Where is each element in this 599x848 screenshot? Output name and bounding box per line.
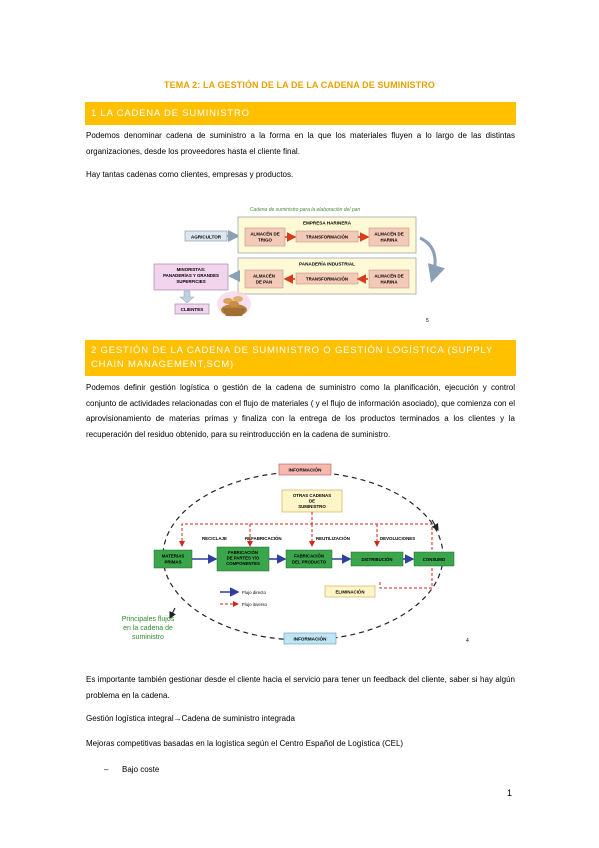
agricultor-label: AGRICULTOR <box>191 235 222 240</box>
transformacion-2-label: TRANSFORMACIÓN <box>306 277 348 282</box>
bread-basket-icon <box>217 291 251 317</box>
arrow-minoristas-clientes <box>179 290 195 304</box>
legend-flujo-inverso-label: Flujo inverso <box>242 602 267 607</box>
consumo-node: CONSUMO <box>413 551 455 567</box>
almacen-harina-2-label-2: HARINA <box>380 280 398 285</box>
minoristas-label-2: PANADERÍAS Y GRANDES <box>163 273 219 278</box>
minoristas-label-1: MINORISTAS: <box>177 267 206 272</box>
informacion-bottom-label: INFORMACIÓN <box>294 635 328 642</box>
reverse-flow-lines <box>179 523 433 589</box>
almacen-pan-label-2: DE PAN <box>256 280 272 285</box>
section2-paragraph-1: Podemos definir gestión logística o gest… <box>86 383 515 439</box>
cycle-arrow-left <box>169 607 176 620</box>
bullet-bajo-coste: Bajo coste <box>122 765 160 774</box>
fab-prod-label-1: FABRICACIÓN <box>294 554 324 559</box>
minoristas-label-3: SUPERFICIES <box>176 279 205 284</box>
after-paragraph-2: Gestión logística integral→Cadena de sum… <box>86 714 296 723</box>
panaderia-label: PANADERÍA INDUSTRIAL <box>299 260 355 267</box>
almacen-harina-2-box <box>368 269 410 289</box>
bullet-dash: – <box>104 765 109 774</box>
almacen-harina-box <box>368 227 410 247</box>
devoluciones-label: DEVOLUCIONES <box>380 536 415 541</box>
section-heading-2-line-2: CHAIN MANAGEMENT,SCM) <box>91 359 234 370</box>
after-paragraph-1: Es importante también gestionar desde el… <box>86 675 515 700</box>
distribucion-node: DISTRIBUCIÓN <box>350 551 404 567</box>
fabricacion-partes-node: FABRICACIÓN DE PARTES Y/O COMPONENTES <box>216 546 270 572</box>
eliminacion-label: ELIMINACIÓN <box>335 590 364 595</box>
otras-cadenas-label-2: DE <box>309 499 315 504</box>
section1-paragraph-1: Podemos denominar cadena de suministro a… <box>86 131 515 156</box>
clientes-label: CLIENTES <box>181 307 204 312</box>
otras-cadenas-label-3: SUMINISTRO <box>298 504 326 509</box>
almacen-harina-2-label-1: ALMACÉN DE <box>374 274 403 279</box>
supply-chain-flows-diagram: INFORMACIÓN OTRAS CADENAS DE SUMINISTRO … <box>122 463 469 645</box>
informacion-top-label: INFORMACIÓN <box>289 466 323 473</box>
materias-primas-node: MATERIAS PRIMAS <box>153 549 193 569</box>
minoristas-box <box>153 263 229 291</box>
eliminacion-box <box>324 585 376 598</box>
principales-flujos-line-1: Principales flujos <box>122 616 175 623</box>
reutilizacion-label: REUTILIZACIÓN <box>316 536 350 541</box>
principales-flujos-line-3: suministro <box>132 634 164 641</box>
refabricacion-label: REFABRICACIÓN <box>245 536 282 541</box>
informacion-bottom-box <box>283 632 337 645</box>
almacen-harina-label-2: HARINA <box>380 238 398 243</box>
arrow-empresa-panaderia <box>419 236 446 283</box>
distribucion-label: DISTRIBUCIÓN <box>361 557 392 562</box>
fab-partes-label-2: DE PARTES Y/O <box>227 556 260 561</box>
after-paragraph-3: Mejoras competitivas basadas en la logís… <box>86 739 404 748</box>
diagram1-slide-number: 5 <box>426 318 429 324</box>
empresa-harinera-label: EMPRESA HARINERA <box>303 221 352 226</box>
legend-flujo-directo-label: Flujo directo <box>242 590 266 595</box>
reciclaje-label: RECICLAJE <box>202 536 227 541</box>
almacen-trigo-label-1: ALMACÉN DE <box>250 232 279 237</box>
section-heading-1: 1 LA CADENA DE SUMINISTRO <box>85 102 516 125</box>
principales-flujos-line-2: en la cadena de <box>123 625 173 632</box>
page-number: 1 <box>507 788 513 798</box>
diagram2-slide-number: 4 <box>466 638 469 644</box>
materias-label-2: PRIMAS <box>164 560 181 565</box>
section1-paragraph-2: Hay tantas cadenas como clientes, empres… <box>86 170 294 179</box>
bread-supply-chain-diagram: Cadena de suministro para la elaboración… <box>153 207 446 324</box>
fab-prod-label-2: DEL PRODUCTO <box>292 560 327 565</box>
almacen-harina-label-1: ALMACÉN DE <box>374 232 403 237</box>
materias-label-1: MATERIAS <box>162 554 185 559</box>
transformacion-1-label: TRANSFORMACIÓN <box>306 235 348 240</box>
consumo-label: CONSUMO <box>423 557 446 562</box>
page-title: TEMA 2: LA GESTIÓN DE LA DE LA CADENA DE… <box>164 80 435 90</box>
section-heading-2-line-1: 2 GESTIÓN DE LA CADENA DE SUMINISTRO O G… <box>91 345 494 356</box>
section-heading-2: 2 GESTIÓN DE LA CADENA DE SUMINISTRO O G… <box>85 340 516 376</box>
fab-partes-label-3: COMPONENTES <box>226 561 260 566</box>
almacen-trigo-label-2: TRIGO <box>258 238 272 243</box>
almacen-pan-box <box>244 269 284 289</box>
clientes-box <box>174 303 210 315</box>
almacen-pan-label-1: ALMACÉN <box>253 274 275 279</box>
fabricacion-producto-node: FABRICACIÓN DEL PRODUCTO <box>285 549 333 569</box>
cycle-arrow-right <box>431 519 439 532</box>
otras-cadenas-label-1: OTRAS CADENAS <box>293 493 331 498</box>
informacion-top-box <box>278 463 332 476</box>
fab-partes-label-1: FABRICACIÓN <box>228 550 258 555</box>
diagram1-caption: Cadena de suministro para la elaboración… <box>250 207 361 213</box>
